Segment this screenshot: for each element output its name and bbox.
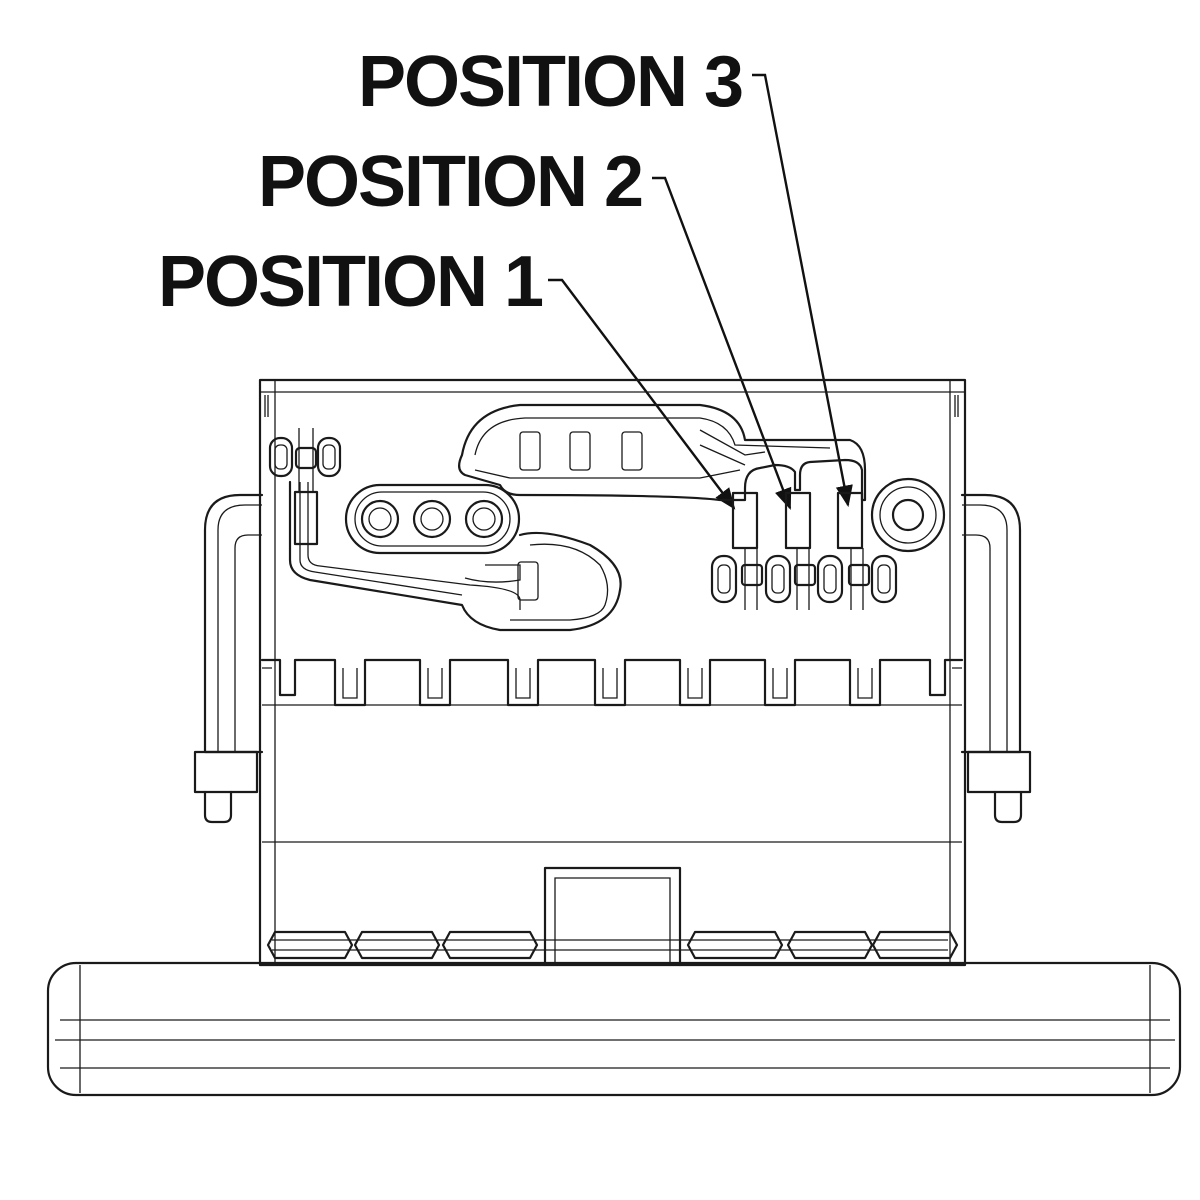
leader-line-position-1 [548,278,736,510]
round-boss [870,477,946,553]
leader-line-position-2 [652,176,792,511]
callout-position-3: POSITION 3 [358,42,742,122]
terminal-position-3 [836,491,871,610]
left-terminal [268,428,342,546]
left-latch [193,493,264,824]
upper-channel [458,403,867,502]
lower-channel [288,480,622,632]
terminal-position-1 [731,491,764,610]
callout-position-2: POSITION 2 [258,142,642,222]
callout-position-1: POSITION 1 [158,242,543,322]
triple-cavity [344,483,521,555]
base-flange [46,961,1182,1097]
connector-housing [258,378,967,967]
leader-line-position-3 [752,73,853,508]
oval-pads [710,554,898,604]
right-latch [960,493,1032,824]
comb-teeth [260,658,964,707]
terminal-position-2 [784,491,817,610]
release-tab [543,866,682,967]
lower-ribs [266,930,959,960]
